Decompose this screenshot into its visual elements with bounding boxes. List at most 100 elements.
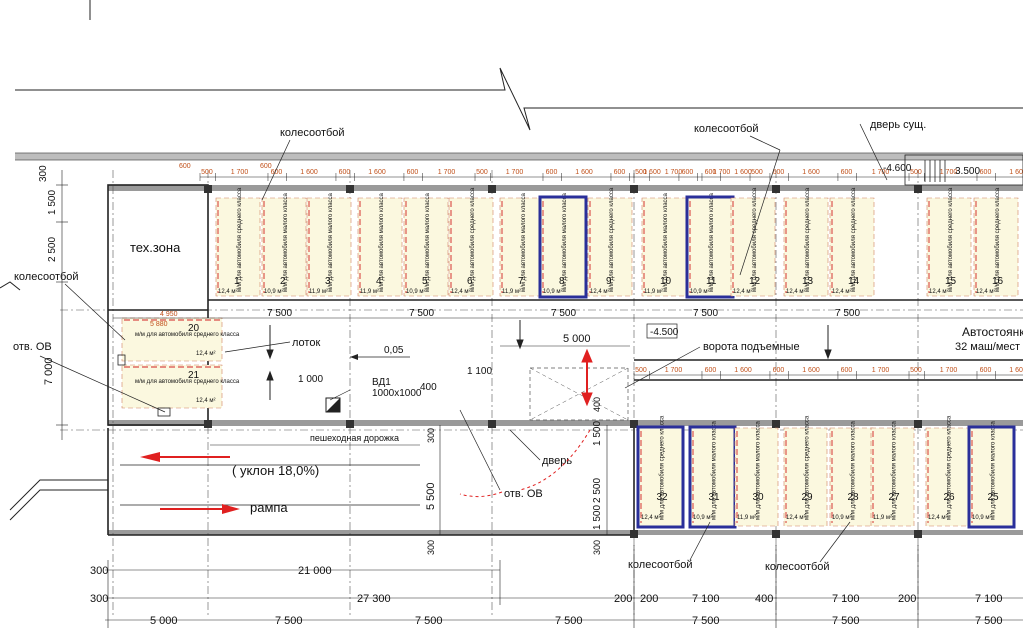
spot-number: 15 (945, 276, 957, 287)
spot-number: 6 (467, 276, 473, 287)
spot-class-label: м/м для автомобиля малого класса (712, 420, 718, 520)
level-mark: -4.500 (650, 327, 679, 338)
dim-300c: 300 (592, 540, 602, 555)
spot-class-label: м/м для автомобиля среднего класса (947, 415, 953, 520)
dim-value: 600 (705, 169, 717, 176)
bottom-dim: 7 500 (275, 615, 303, 627)
dim-value: 5 880 (150, 321, 168, 328)
vd1-label: ВД1 (372, 377, 391, 388)
spot-area: 12,4 м² (929, 289, 948, 295)
dim-value: 600 (980, 367, 992, 374)
spot-number: 28 (848, 492, 860, 503)
parking-spot: м/м для автомобиля среднего класса1512,4… (926, 187, 972, 297)
bottom-dim: 300 (90, 593, 108, 605)
spot-area: 12,4 м² (786, 515, 805, 521)
ramp-dims (439, 425, 608, 535)
spot-area: 12,4 м² (196, 351, 215, 357)
wheel-stop-label: колесоотбой (628, 559, 693, 571)
bay-dim: 7 500 (267, 308, 292, 319)
tray-label: лоток (292, 337, 320, 349)
spot-class-label: м/м для автомобиля среднего класса (135, 379, 240, 385)
parking-spot: м/м для автомобиля среднего класса1312,4… (783, 187, 829, 297)
spot-class-label: м/м для автомобиля малого класса (851, 420, 857, 520)
spot-class-label: м/м для автомобиля малого класса (892, 420, 898, 520)
spot-number: 29 (802, 492, 814, 503)
spot-class-label: м/м для автомобиля среднего класса (609, 187, 615, 292)
dim-value: 500 (476, 169, 488, 176)
spot-number: 5 (422, 276, 428, 287)
spot-number: 11 (706, 276, 717, 287)
spot-number: 27 (889, 492, 901, 503)
dim-value: 1 700 (438, 169, 456, 176)
spot-number: 13 (802, 276, 814, 287)
bottom-parking-row: м/м для автомобиля среднего класса3212,4… (636, 415, 1016, 529)
bay-dim: 7 500 (551, 308, 576, 319)
dim-value: 500 (635, 367, 647, 374)
spot-area: 10,9 м² (264, 289, 283, 295)
dim-300b: 300 (426, 428, 436, 443)
grid-axes (60, 170, 1023, 615)
spot-number: 2 (280, 276, 286, 287)
dim-value: 500 (635, 169, 647, 176)
outer-wall-top (15, 152, 1023, 535)
dim-value: 600 (841, 169, 853, 176)
dim-5000: 5 000 (563, 333, 591, 345)
dim-value: 600 (705, 367, 717, 374)
parking-spot: м/м для автомобиля среднего класса2612,4… (925, 415, 970, 527)
dim-value: 600 (841, 367, 853, 374)
spot-number: 20 (188, 323, 200, 334)
dim-value: 600 (260, 163, 272, 170)
bottom-dim: 200 (640, 593, 658, 605)
parking-subtitle: 32 маш/мест (955, 341, 1020, 353)
bottom-dim: 5 000 (150, 615, 178, 627)
dim-value: 1 700 (940, 367, 958, 374)
spot-number: 1 (234, 276, 240, 287)
spot-area: 10,9 м² (690, 289, 709, 295)
spot-highlight (538, 195, 588, 299)
spot-area: 10,9 м² (832, 515, 851, 521)
dim-value: 1 600 (300, 169, 318, 176)
spot-area: 10,9 м² (972, 515, 991, 521)
parking-spot: м/м для автомобиля среднего класса3212,4… (636, 415, 685, 529)
spot-class-label: м/м для автомобиля малого класса (663, 192, 669, 292)
parking-spot: м/м для автомобиля среднего класса1612,4… (973, 187, 1019, 297)
bottom-dim: 200 (898, 593, 916, 605)
dim-value: 600 (339, 169, 351, 176)
dim-value: 500 (910, 367, 922, 374)
spot-area: 10,9 м² (543, 289, 562, 295)
bottom-dim: 7 500 (975, 615, 1003, 627)
spot-class-label: м/м для автомобиля малого класса (756, 420, 762, 520)
dim-value: 600 (773, 367, 785, 374)
dim-300: 300 (426, 540, 436, 555)
dim-400: 400 (420, 382, 437, 393)
spot-number: 4 (376, 276, 382, 287)
dim-3500: 3.500 (955, 166, 980, 177)
parking-spot: м/м для автомобиля среднего класса612,4 … (448, 187, 494, 297)
spot-area: 12,4 м² (451, 289, 470, 295)
dim-400-b: 400 (592, 397, 602, 412)
vd1-size: 1000х1000 (372, 388, 422, 399)
bottom-dim: 300 (90, 565, 108, 577)
dim-1500: 1 500 (592, 421, 603, 446)
spot-number: 8 (559, 276, 565, 287)
spot-class-label: м/м для автомобиля среднего класса (135, 332, 240, 338)
bottom-dim: 200 (614, 593, 632, 605)
dim-value: 1 600 (802, 367, 820, 374)
dim-value: 1 700 (872, 367, 890, 374)
bottom-dim: 7 100 (692, 593, 720, 605)
spot-number: 10 (660, 276, 672, 287)
spot-number: 9 (606, 276, 612, 287)
spot-class-label: м/м для автомобиля малого класса (991, 420, 997, 520)
dim-value: 1 700 (665, 169, 683, 176)
dim-value: 1 600 (575, 169, 593, 176)
dim-value: 500 (910, 169, 922, 176)
dim-value: 600 (271, 169, 283, 176)
